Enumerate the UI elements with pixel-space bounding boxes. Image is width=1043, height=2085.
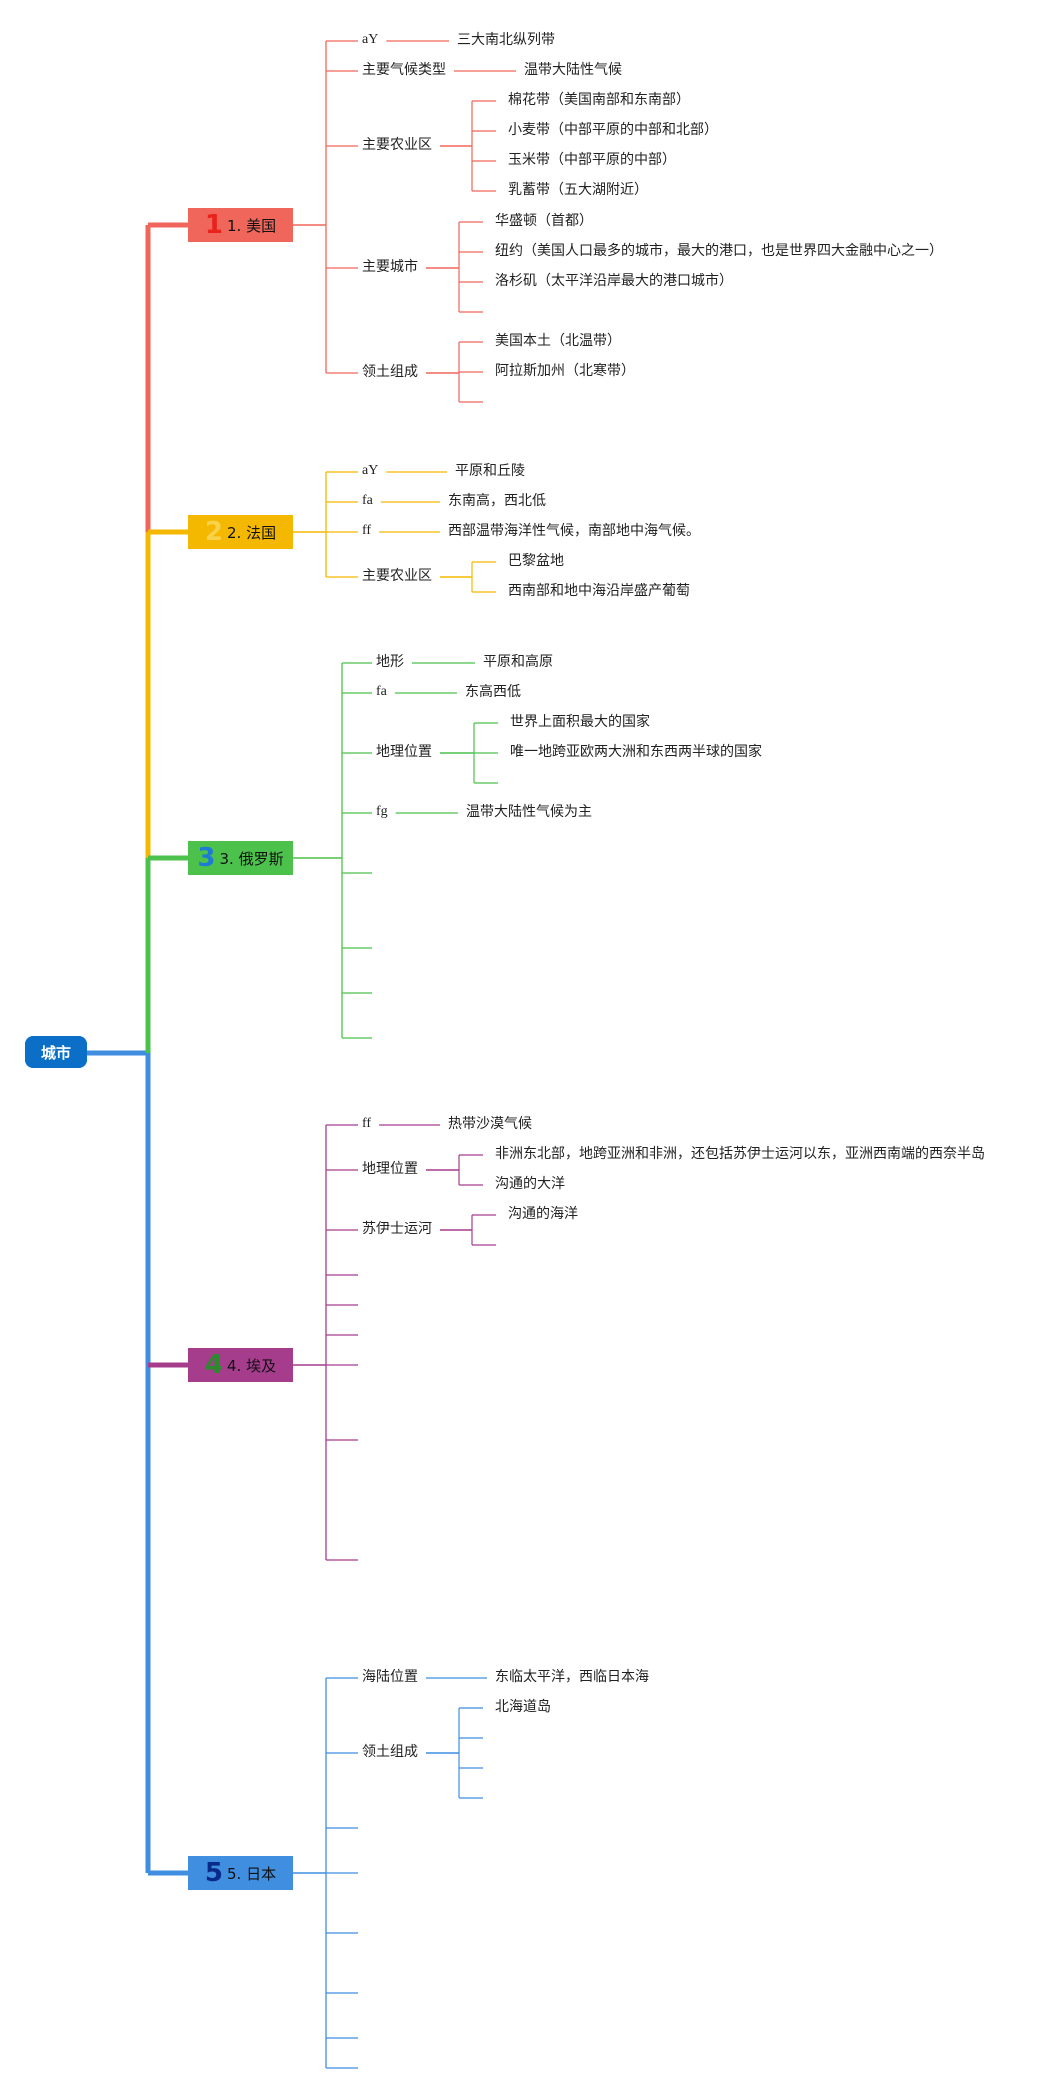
root-label: 城市: [40, 1043, 71, 1062]
child-node[interactable]: 领土组成: [362, 364, 418, 381]
root-node[interactable]: 城市: [25, 1036, 87, 1068]
child-node[interactable]: 主要城市: [362, 259, 418, 276]
child-node[interactable]: ff: [362, 1116, 372, 1132]
leaf-node[interactable]: 温带大陆性气候: [524, 62, 622, 79]
child-node[interactable]: 领土组成: [362, 1744, 418, 1761]
child-node[interactable]: 苏伊士运河: [362, 1221, 432, 1238]
child-node[interactable]: fa: [376, 684, 387, 700]
branch-label: 1. 美国: [227, 216, 277, 235]
leaf-node[interactable]: 平原和丘陵: [455, 463, 525, 480]
child-node[interactable]: 地理位置: [376, 744, 432, 761]
leaf-node[interactable]: 洛杉矶（太平洋沿岸最大的港口城市）: [495, 273, 733, 290]
child-node[interactable]: 地理位置: [362, 1161, 418, 1178]
leaf-node[interactable]: 东临太平洋，西临日本海: [495, 1669, 649, 1686]
leaf-node[interactable]: 非洲东北部，地跨亚洲和非洲，还包括苏伊士运河以东，亚洲西南端的西奈半岛: [495, 1146, 985, 1163]
branch-number-badge: 5: [204, 1858, 223, 1888]
leaf-node[interactable]: 西南部和地中海沿岸盛产葡萄: [508, 583, 690, 600]
child-node[interactable]: fg: [376, 804, 388, 820]
leaf-node[interactable]: 小麦带（中部平原的中部和北部）: [508, 122, 718, 139]
child-node[interactable]: 主要气候类型: [362, 62, 446, 79]
leaf-node[interactable]: 巴黎盆地: [508, 553, 564, 570]
leaf-node[interactable]: 温带大陆性气候为主: [466, 804, 592, 821]
child-node[interactable]: fa: [362, 493, 373, 509]
child-node[interactable]: aY: [362, 32, 379, 48]
branch-label: 4. 埃及: [227, 1356, 277, 1375]
leaf-node[interactable]: 华盛顿（首都）: [495, 213, 593, 230]
leaf-node[interactable]: 玉米带（中部平原的中部）: [508, 152, 676, 169]
branch-label: 3. 俄罗斯: [219, 849, 284, 868]
leaf-node[interactable]: 东高西低: [465, 684, 521, 701]
leaf-node[interactable]: 棉花带（美国南部和东南部）: [508, 92, 690, 109]
branch-number-badge: 3: [197, 843, 216, 873]
child-node[interactable]: ff: [362, 523, 372, 539]
child-node[interactable]: aY: [362, 463, 379, 479]
leaf-node[interactable]: 热带沙漠气候: [448, 1116, 532, 1133]
branch-label: 2. 法国: [227, 523, 277, 542]
branch-number-badge: 2: [204, 517, 223, 547]
leaf-node[interactable]: 阿拉斯加州（北寒带）: [495, 363, 635, 380]
child-node[interactable]: 主要农业区: [362, 568, 432, 585]
branch-number-badge: 1: [204, 210, 223, 240]
leaf-node[interactable]: 美国本土（北温带）: [495, 333, 621, 350]
leaf-node[interactable]: 乳蓄带（五大湖附近）: [508, 182, 648, 199]
leaf-node[interactable]: 世界上面积最大的国家: [510, 714, 650, 731]
leaf-node[interactable]: 西部温带海洋性气候，南部地中海气候。: [448, 523, 700, 540]
leaf-node[interactable]: 沟通的海洋: [508, 1206, 578, 1223]
child-node[interactable]: 地形: [376, 654, 404, 671]
leaf-node[interactable]: 北海道岛: [495, 1699, 551, 1716]
branch-label: 5. 日本: [227, 1864, 277, 1883]
leaf-node[interactable]: 平原和高原: [483, 654, 553, 671]
branch-number-badge: 4: [204, 1350, 223, 1380]
child-node[interactable]: 主要农业区: [362, 137, 432, 154]
leaf-node[interactable]: 三大南北纵列带: [457, 32, 555, 49]
leaf-node[interactable]: 唯一地跨亚欧两大洲和东西两半球的国家: [510, 744, 762, 761]
leaf-node[interactable]: 东南高，西北低: [448, 493, 546, 510]
leaf-node[interactable]: 沟通的大洋: [495, 1176, 565, 1193]
leaf-node[interactable]: 纽约（美国人口最多的城市，最大的港口，也是世界四大金融中心之一）: [495, 243, 943, 260]
child-node[interactable]: 海陆位置: [362, 1669, 418, 1686]
